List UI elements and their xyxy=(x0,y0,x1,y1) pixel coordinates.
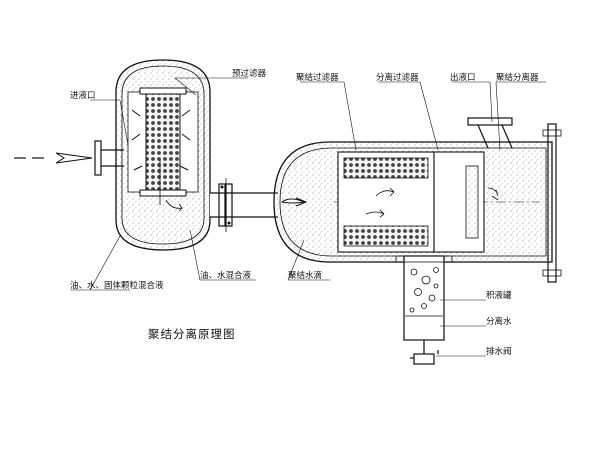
prefilter-label: 预过滤器 xyxy=(232,68,267,79)
drain-valve-body xyxy=(413,353,435,365)
inflow-arrow-icon xyxy=(55,152,93,164)
outflow-arrow-icon xyxy=(487,187,499,201)
outlet-nozzle xyxy=(467,117,513,149)
coalescer-flow-arrow-icon xyxy=(375,187,395,197)
leader-lines xyxy=(70,77,546,357)
sump-label: 积液罐 xyxy=(486,290,512,301)
inlet-pipe xyxy=(14,140,124,176)
diagram-caption: 聚结分离原理图 xyxy=(148,327,236,341)
prefilter-cartridge xyxy=(145,93,181,191)
coalescing-separator-label: 聚结分离器 xyxy=(496,72,539,83)
outlet-label: 出液口 xyxy=(450,72,476,83)
coalescing-filter-label: 聚结过滤器 xyxy=(296,72,339,83)
inlet-flange xyxy=(94,140,102,176)
connecting-pipe xyxy=(210,178,278,232)
coalesced-water-droplets-label: 聚结水滴 xyxy=(288,270,322,281)
coalescing-vessel xyxy=(273,123,562,283)
vessel-inflow-arrow-icon xyxy=(280,197,308,207)
oil-water-solid-mixture-label: 油、水、固体颗粒混合液 xyxy=(70,280,164,291)
oil-water-mixture-label: 油、水混合液 xyxy=(200,270,252,281)
prefilter-flow-arrow-icon xyxy=(165,199,183,212)
prefilter-vessel xyxy=(115,59,211,251)
sump-tank xyxy=(395,255,453,365)
drain-valve-label: 排水阀 xyxy=(486,346,512,357)
inlet-label: 进液口 xyxy=(70,90,96,101)
separated-water-label: 分离水 xyxy=(486,316,512,327)
separation-filter-label: 分离过滤器 xyxy=(376,72,419,83)
